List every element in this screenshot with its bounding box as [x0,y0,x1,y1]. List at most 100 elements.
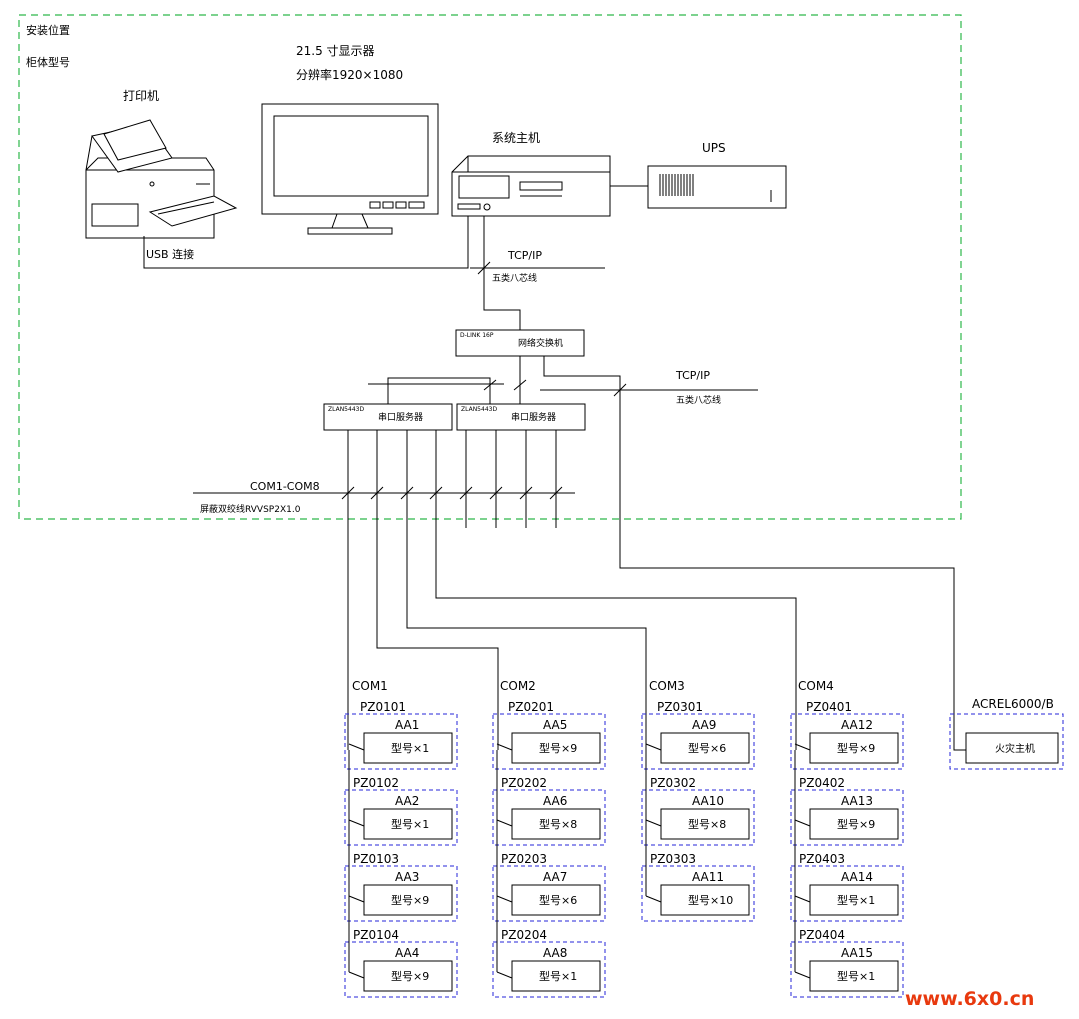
bus-crossing-mark [519,486,533,500]
meter-device-label: 型号×9 [391,969,429,983]
cabinet-aa-label: AA1 [395,718,419,732]
host-label: 系统主机 [492,131,540,145]
cabinet-border [344,865,458,922]
meter-device-label: 型号×8 [688,817,726,831]
bus-tap-line [794,819,811,827]
monitor-size-label: 21.5 寸显示器 [296,44,375,58]
server2-model-label: ZLAN5443D [461,406,497,413]
cabinet-border [492,865,606,922]
com-column-1: COM1PZ0101AA1型号×1PZ0102AA2型号×1PZ0103AA3型… [344,679,458,998]
bus-tap-line [794,971,811,979]
meter-device [511,732,601,764]
cabinet-name: PZ0302 [650,776,696,790]
cabinet-border [790,713,904,770]
fire-host-cabinet [949,713,1064,770]
usb-label: USB 连接 [146,248,194,261]
cabinet-aa-label: AA3 [395,870,419,884]
bus-tap-line [348,895,365,903]
bus-tap-line [794,895,811,903]
cabinet-border [492,713,606,770]
tcpip-label-2: TCP/IP [675,369,710,382]
cabinet-aa-label: AA11 [692,870,724,884]
cabinet-name: PZ0102 [353,776,399,790]
cabinet-border [344,789,458,846]
printer-icon [85,119,238,239]
bus-tap-line [348,971,365,979]
host-computer-icon [451,155,611,217]
cabinet-border [492,941,606,998]
cabinet-aa-label: AA6 [543,794,567,808]
ups-icon [647,165,787,209]
cabinet-name: PZ0202 [501,776,547,790]
meter-device [809,960,899,992]
cabinet-name: PZ0103 [353,852,399,866]
cabinet-aa-label: AA15 [841,946,873,960]
bus-tap-line [496,743,513,751]
cabinet-name: PZ0404 [799,928,845,942]
cabinet-border [641,865,755,922]
watermark: www.6x0.cn [905,988,1034,1010]
com-port-label: COM4 [798,679,834,693]
meter-device-label: 型号×1 [391,741,429,755]
meter-device-label: 型号×9 [837,817,875,831]
bus-crossing-mark [459,486,473,500]
com-port-label: COM2 [500,679,536,693]
bus-tap-line [794,743,811,751]
printer-label: 打印机 [123,89,159,103]
cable-label-2: 五类八芯线 [676,394,721,406]
switch-model-label: D-LINK 16P [460,332,494,339]
installation-boundary [18,14,962,520]
network-switch: D-LINK 16P 网络交换机 [455,329,585,357]
bus-tap-line [496,819,513,827]
cabinet-name: PZ0301 [657,700,703,714]
meter-device [511,884,601,916]
meter-device [809,884,899,916]
meter-device-label: 型号×9 [837,741,875,755]
server1-name-label: 串口服务器 [378,411,423,423]
meter-device-label: 型号×10 [688,893,733,907]
cable-label-1: 五类八芯线 [492,272,537,284]
meter-device [660,884,750,916]
install-location-label: 安装位置 [26,23,70,37]
cabinet-border [641,789,755,846]
switch-name-label: 网络交换机 [518,337,563,349]
com-port-label: COM1 [352,679,388,693]
cabinet-border [790,941,904,998]
cabinet-border [641,713,755,770]
cabinet-aa-label: AA12 [841,718,873,732]
bus-crossing-mark [549,486,563,500]
monitor-resolution-label: 分辨率1920×1080 [296,67,403,82]
com-port-label: COM3 [649,679,685,693]
server2-name-label: 串口服务器 [511,411,556,423]
meter-device-label: 型号×6 [539,893,577,907]
meter-device [363,808,453,840]
cabinet-name: PZ0303 [650,852,696,866]
meter-device-label: 型号×9 [539,741,577,755]
cabinet-name: PZ0203 [501,852,547,866]
cabinet-border [790,789,904,846]
meter-device [511,808,601,840]
bus-tap-line [645,895,662,903]
ups-label: UPS [702,141,726,155]
cabinet-aa-label: AA13 [841,794,873,808]
meter-device-label: 型号×8 [539,817,577,831]
bus-tap-line [348,743,365,751]
bus-tap-line [348,819,365,827]
bus-cable-label: 屏蔽双绞线RVVSP2X1.0 [200,503,301,515]
meter-device [809,808,899,840]
cabinet-name: PZ0403 [799,852,845,866]
server1-model-label: ZLAN5443D [328,406,364,413]
cabinet-name: PZ0204 [501,928,547,942]
